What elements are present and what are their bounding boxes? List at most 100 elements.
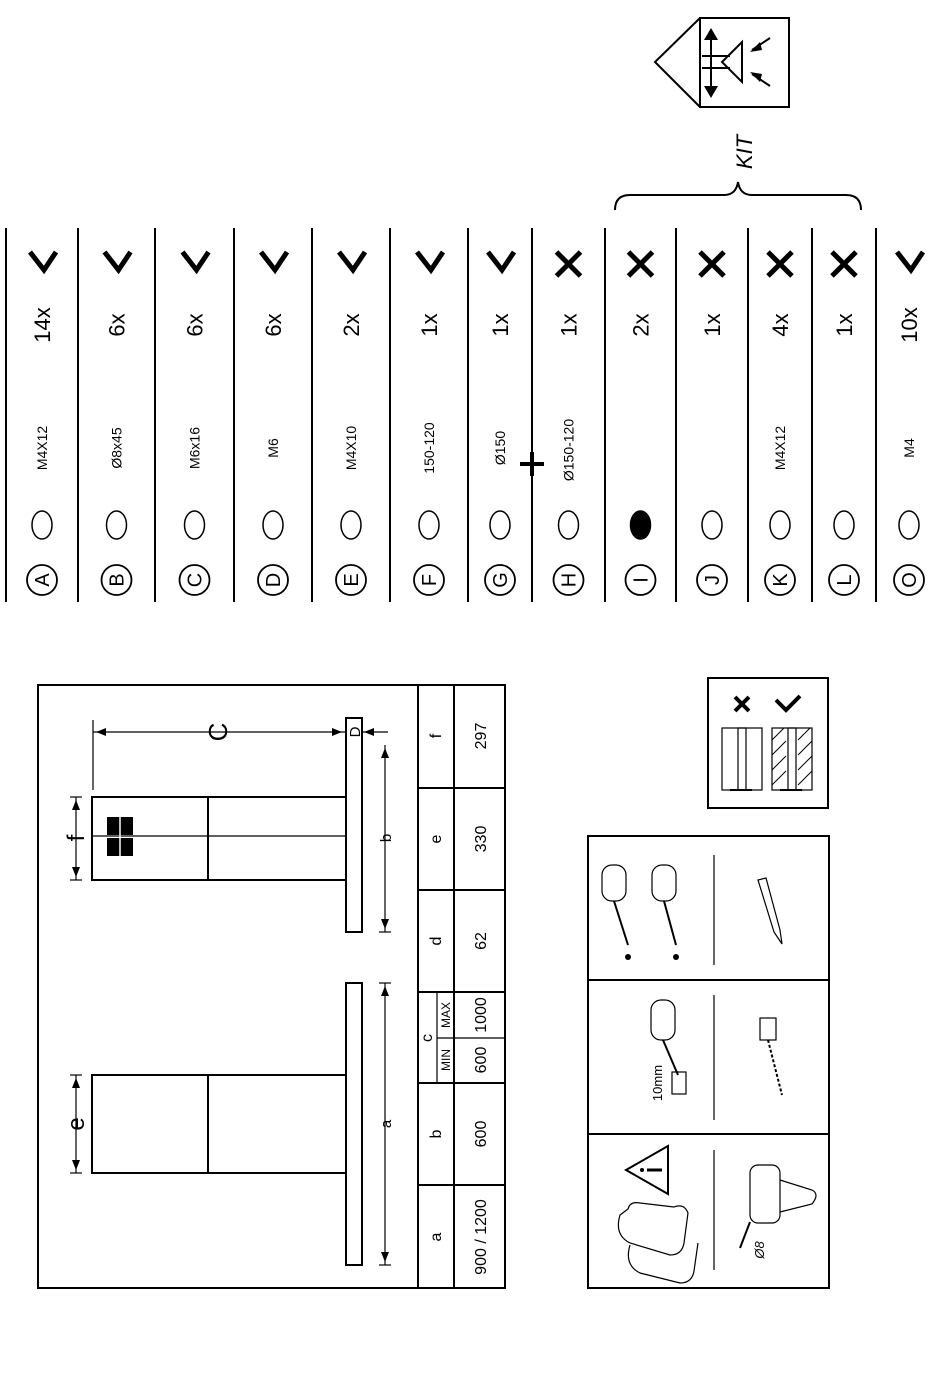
- part-letter: O: [899, 572, 921, 588]
- check-icon: [30, 252, 56, 270]
- part-letter: K: [770, 573, 792, 587]
- screw-icon: [32, 511, 52, 539]
- bolt-icon: [185, 511, 205, 539]
- part-letter: I: [631, 577, 653, 583]
- check-icon: [339, 252, 365, 270]
- part-quantity: 14x: [30, 307, 55, 342]
- filter-icon: [631, 511, 651, 539]
- screwdriver-icon: [652, 865, 679, 960]
- cross-icon: [768, 252, 792, 276]
- kit-label: KIT: [732, 133, 757, 169]
- part-spec: M6: [265, 438, 281, 458]
- header-d: d: [428, 937, 445, 946]
- dim-label-a: a: [378, 1119, 395, 1128]
- wall-plug-icon: [107, 511, 127, 539]
- header-f: f: [428, 733, 445, 738]
- cross-icon: [700, 252, 724, 276]
- part-spec: Ø8x45: [109, 427, 125, 468]
- value-f: 297: [473, 723, 490, 750]
- check-icon: [105, 252, 131, 270]
- part-spec: M4X12: [772, 426, 788, 471]
- value-c-min: 600: [473, 1047, 490, 1074]
- gloves-icon: [618, 1203, 698, 1283]
- tools-box: 10mm Ø8: [588, 836, 829, 1288]
- part-letter: J: [702, 575, 724, 585]
- header-c: c: [419, 1034, 436, 1042]
- check-icon: [488, 252, 514, 270]
- dim-label-b: b: [378, 834, 395, 842]
- part-letter: E: [341, 573, 363, 586]
- part-spec: 150-120: [421, 422, 437, 474]
- header-e: e: [428, 834, 445, 843]
- screw-icon: [770, 511, 790, 539]
- cross-icon: [735, 697, 749, 711]
- dim-label-d: D: [347, 726, 364, 737]
- part-letter: C: [185, 573, 207, 587]
- part-quantity: 6x: [105, 313, 130, 336]
- cage-nut-icon: [899, 511, 919, 539]
- check-icon: [261, 252, 287, 270]
- part-spec: Ø150-120: [561, 419, 577, 481]
- kit-brace: [615, 182, 861, 210]
- part-letter: D: [263, 573, 285, 587]
- part-spec: Ø150: [492, 431, 508, 465]
- check-icon: [776, 696, 800, 710]
- dim-label-e: e: [63, 1117, 90, 1130]
- part-quantity: 2x: [339, 313, 364, 336]
- wrench-size-label: 10mm: [650, 1065, 665, 1101]
- value-d: 62: [473, 932, 490, 950]
- kit-house-icon: [655, 18, 789, 107]
- part-letter: L: [834, 574, 856, 585]
- dimension-drawing: [38, 685, 505, 1288]
- part-spec: M4X12: [34, 426, 50, 471]
- parts-list: AM4X1214xBØ8x456xCM6x166xDM66xEM4X102xF1…: [6, 228, 924, 602]
- flex-duct-icon: [559, 511, 579, 539]
- part-spec: M4: [901, 438, 917, 458]
- value-a: 900 / 1200: [473, 1199, 490, 1275]
- drill-bit-icon: [760, 1018, 782, 1095]
- clip-icon: [834, 511, 854, 539]
- dim-label-c: C: [203, 723, 233, 742]
- part-quantity: 1x: [488, 313, 513, 336]
- part-quantity: 6x: [183, 313, 208, 336]
- value-c-max: 1000: [473, 997, 490, 1033]
- part-letter: G: [490, 572, 512, 588]
- cross-icon: [557, 252, 581, 276]
- screw-icon: [341, 511, 361, 539]
- check-icon: [897, 252, 923, 270]
- flange-icon: [702, 511, 722, 539]
- part-quantity: 1x: [700, 313, 725, 336]
- dim-label-f: f: [63, 834, 90, 841]
- value-e: 330: [473, 826, 490, 853]
- cross-icon: [629, 252, 653, 276]
- drill-icon: [740, 1165, 816, 1248]
- header-c-max: MAX: [439, 1002, 453, 1028]
- check-icon: [183, 252, 209, 270]
- part-spec: M4X10: [343, 426, 359, 471]
- reducer-icon: [419, 511, 439, 539]
- part-quantity: 2x: [629, 313, 654, 336]
- part-quantity: 1x: [832, 313, 857, 336]
- part-spec: M6x16: [187, 427, 203, 469]
- pencil-icon: [758, 878, 782, 944]
- part-quantity: 6x: [261, 313, 286, 336]
- drill-bit-size-label: Ø8: [752, 1241, 767, 1260]
- header-c-min: MIN: [439, 1049, 453, 1071]
- part-letter: H: [559, 573, 581, 587]
- ring-icon: [490, 511, 510, 539]
- part-quantity: 1x: [417, 313, 442, 336]
- check-icon: [417, 252, 443, 270]
- header-b: b: [428, 1129, 445, 1138]
- wall-plug-hint: [708, 678, 828, 808]
- part-letter: A: [32, 573, 54, 587]
- washer-icon: [263, 511, 283, 539]
- screwdriver-icon: [602, 865, 631, 960]
- part-letter: F: [419, 574, 441, 586]
- header-a: a: [428, 1232, 445, 1241]
- value-b: 600: [473, 1121, 490, 1148]
- cross-icon: [832, 252, 856, 276]
- part-quantity: 1x: [557, 313, 582, 336]
- warning-icon: [626, 1146, 668, 1194]
- part-quantity: 4x: [768, 313, 793, 336]
